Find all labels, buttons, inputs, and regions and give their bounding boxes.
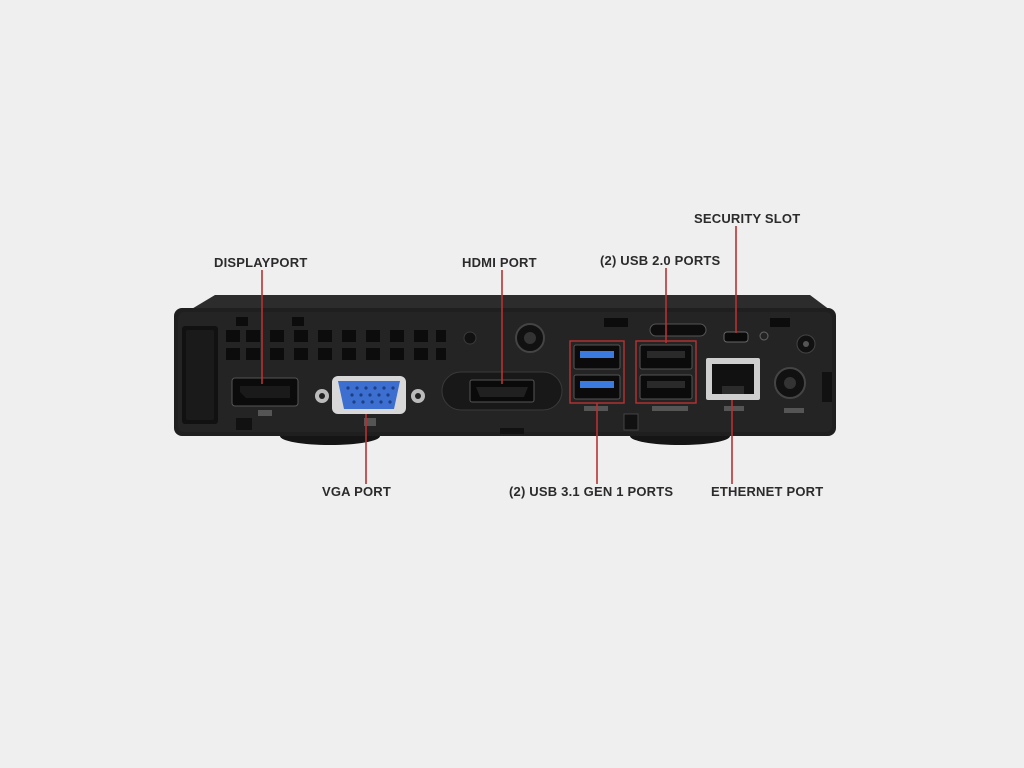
vga-connector <box>315 376 425 426</box>
power-jack <box>774 334 816 413</box>
label-hdmi-port: HDMI PORT <box>462 255 537 270</box>
label-displayport: DISPLAYPORT <box>214 255 308 270</box>
usb3-highlight-box <box>569 340 625 404</box>
security-slot-hole <box>723 331 749 343</box>
usb2-highlight-box <box>635 340 697 404</box>
mounting-hole <box>463 331 477 345</box>
vent-grid <box>226 317 446 360</box>
usb3-connectors <box>573 344 621 411</box>
displayport-connector <box>231 377 299 416</box>
label-security-slot: SECURITY SLOT <box>694 211 801 226</box>
hdmi-connector <box>441 371 563 411</box>
label-vga-port: VGA PORT <box>322 484 392 499</box>
label-ethernet-port: ETHERNET PORT <box>711 484 824 499</box>
label-usb2-ports: (2) USB 2.0 PORTS <box>600 253 721 268</box>
ethernet-connector <box>706 358 760 411</box>
label-usb3-ports: (2) USB 3.1 GEN 1 PORTS <box>509 484 674 499</box>
power-button-slot <box>649 323 707 337</box>
usb2-connectors <box>639 344 693 411</box>
chassis-top <box>190 295 830 310</box>
thumbscrew <box>515 323 545 353</box>
